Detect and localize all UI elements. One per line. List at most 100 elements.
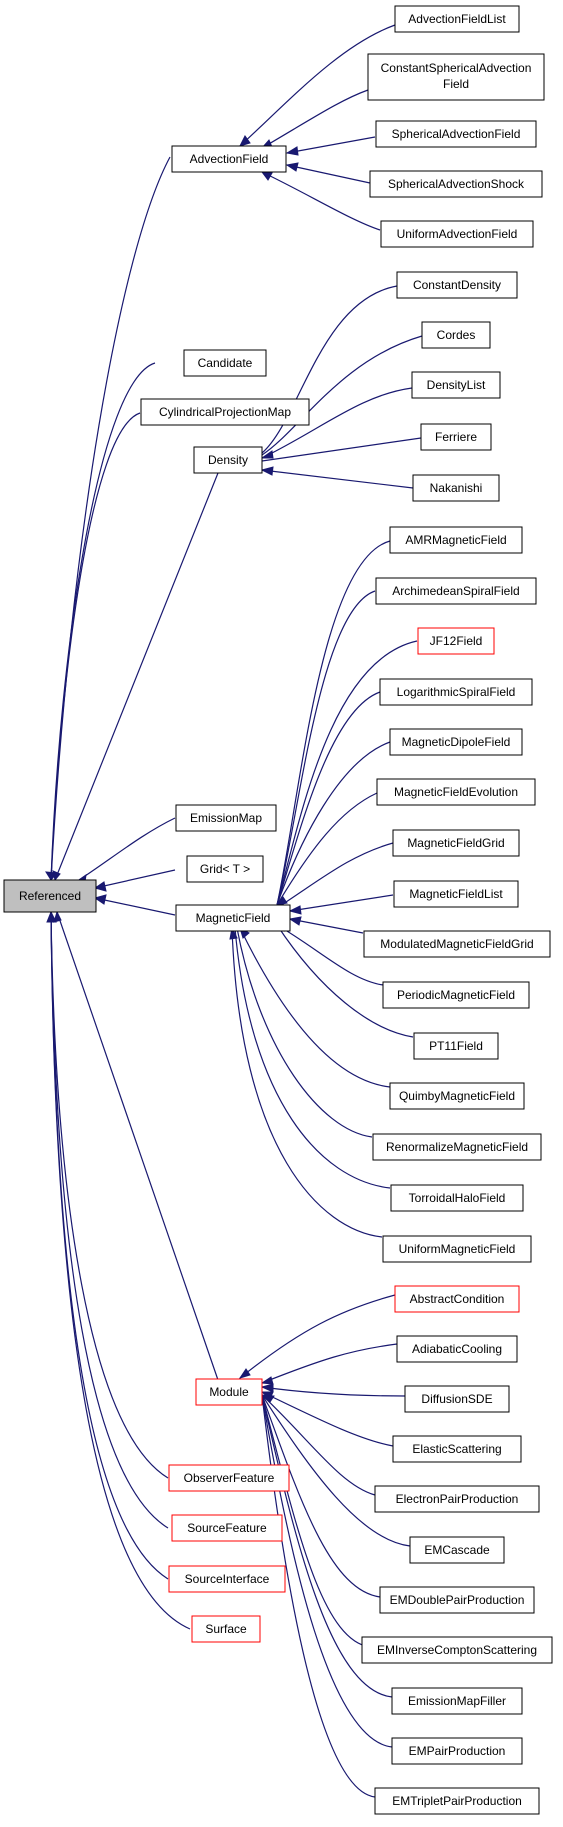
arrowhead [288,916,302,926]
node-constantdensity[interactable]: ConstantDensity [396,271,518,299]
arrowhead [260,171,273,181]
node-jf12field[interactable]: JF12Field [417,627,495,655]
node-torroidalhalofield[interactable]: TorroidalHaloField [390,1184,524,1212]
node-label: EMInverseComptonScattering [377,1643,537,1657]
node-label: MagneticFieldGrid [407,836,504,850]
node-periodicmagneticfield[interactable]: PeriodicMagneticField [382,981,530,1009]
node-surface[interactable]: Surface [191,1615,261,1643]
node-pt11field[interactable]: PT11Field [413,1032,499,1060]
edge-nakanishi [261,469,414,489]
arrowhead [275,896,288,906]
node-uniformmagneticfield[interactable]: UniformMagneticField [382,1235,532,1263]
node-candidate[interactable]: Candidate [183,349,267,377]
node-label: DensityList [427,378,486,392]
arrowhead [260,1383,274,1393]
node-label: CylindricalProjectionMap [159,405,291,419]
arrowhead [46,910,57,923]
node-label: AMRMagneticField [405,533,506,547]
node-label: RenormalizeMagneticField [386,1140,528,1154]
edge-surface [50,911,191,1630]
node-amrmagneticfield[interactable]: AMRMagneticField [389,526,523,554]
node-modulatedmagneticfieldgrid[interactable]: ModulatedMagneticFieldGrid [363,930,551,958]
edge-observerfeature [50,911,169,1479]
node-emcascade[interactable]: EMCascade [409,1536,505,1564]
node-label: MagneticFieldList [409,887,503,901]
node-abstractcondition[interactable]: AbstractCondition [394,1285,520,1313]
edge-magneticdipolefield [276,741,391,906]
node-advectionfieldlist[interactable]: AdvectionFieldList [394,5,520,33]
node-diffusionsde[interactable]: DiffusionSDE [404,1385,510,1413]
node-label: EMPairProduction [409,1744,506,1758]
node-logarithmicspiralfield[interactable]: LogarithmicSpiralField [379,678,533,706]
edge-emdoublepairproduction [261,1394,381,1598]
edge-densitylist [261,387,413,459]
node-observerfeature[interactable]: ObserverFeature [168,1464,290,1492]
node-ferriere[interactable]: Ferriere [420,423,492,451]
node-label: Density [208,453,248,467]
node-label: AdiabaticCooling [412,1342,502,1356]
arrowhead [288,905,302,915]
node-electronpairproduction[interactable]: ElectronPairProduction [374,1485,540,1513]
node-magneticfieldevolution[interactable]: MagneticFieldEvolution [376,778,536,806]
node-constantsphericaladvectionfield[interactable]: ConstantSphericalAdvection Field [367,53,545,101]
edge-magneticfieldgrid [276,842,394,909]
node-sourceinterface[interactable]: SourceInterface [168,1565,286,1593]
arrowhead [285,146,299,156]
node-label: PT11Field [429,1039,483,1053]
node-quimbymagneticfield[interactable]: QuimbyMagneticField [389,1082,525,1110]
node-emissionmapfiller[interactable]: EmissionMapFiller [391,1687,523,1715]
node-archimedeanspiralfield[interactable]: ArchimedeanSpiralField [375,577,537,605]
edge-uniformmagneticfield [231,927,383,1238]
edge-constantdensity [261,285,398,454]
node-magneticdipolefield[interactable]: MagneticDipoleField [389,728,523,756]
node-empairproduction[interactable]: EMPairProduction [391,1737,523,1765]
node-sphericaladvectionfield[interactable]: SphericalAdvectionField [375,120,537,148]
arrowhead [260,1394,275,1403]
node-emissionmap[interactable]: EmissionMap [175,804,277,832]
edge-electronpairproduction [261,1394,376,1496]
node-grid[interactable]: Grid< T > [186,855,264,883]
node-emdoublepairproduction[interactable]: EMDoublePairProduction [379,1586,535,1614]
edge-emissionmap [75,817,176,883]
node-module[interactable]: Module [195,1378,263,1406]
node-magneticfieldlist[interactable]: MagneticFieldList [393,880,519,908]
node-sphericaladvectionshock[interactable]: SphericalAdvectionShock [369,170,543,198]
node-label: LogarithmicSpiralField [397,685,516,699]
arrowhead [260,466,274,476]
node-sourcefeature[interactable]: SourceFeature [171,1514,283,1542]
node-label: MagneticDipoleField [402,735,511,749]
arrowhead [238,1368,251,1379]
node-elasticscattering[interactable]: ElasticScattering [392,1435,522,1463]
node-eminversecomptonscattering[interactable]: EMInverseComptonScattering [361,1636,553,1664]
node-label: EmissionMap [190,811,262,825]
edge-magneticfieldevolution [276,792,378,906]
node-label: Candidate [198,356,253,370]
arrowhead [93,894,107,905]
edge-quimbymagneticfield [239,927,391,1088]
node-label: AdvectionField [190,152,269,166]
edge-amrmagneticfield [276,540,391,906]
edges [50,24,423,1798]
edge-cylindricalprojectionmap [50,412,141,881]
node-uniformadvectionfield[interactable]: UniformAdvectionField [380,220,534,248]
node-renormalizemagneticfield[interactable]: RenormalizeMagneticField [372,1133,542,1161]
node-magneticfieldgrid[interactable]: MagneticFieldGrid [392,829,520,857]
node-advectionfield[interactable]: AdvectionField [171,145,287,173]
node-magneticfield[interactable]: MagneticField [175,904,291,932]
node-emtripletpairproduction[interactable]: EMTripletPairProduction [374,1787,540,1815]
node-adiabaticcooling[interactable]: AdiabaticCooling [396,1335,518,1363]
node-referenced[interactable]: Referenced [3,879,97,913]
node-cordes[interactable]: Cordes [421,321,491,349]
node-cylindricalprojectionmap[interactable]: CylindricalProjectionMap [140,398,310,426]
node-label: Referenced [19,889,81,903]
node-densitylist[interactable]: DensityList [411,371,501,399]
edge-logarithmicspiralfield [276,691,381,906]
node-density[interactable]: Density [193,446,263,474]
node-label: EMCascade [424,1543,490,1557]
edge-module [56,911,219,1381]
node-label: Module [209,1385,249,1399]
node-label: MagneticFieldEvolution [394,785,518,799]
node-label: ArchimedeanSpiralField [392,584,519,598]
node-nakanishi[interactable]: Nakanishi [412,474,500,502]
